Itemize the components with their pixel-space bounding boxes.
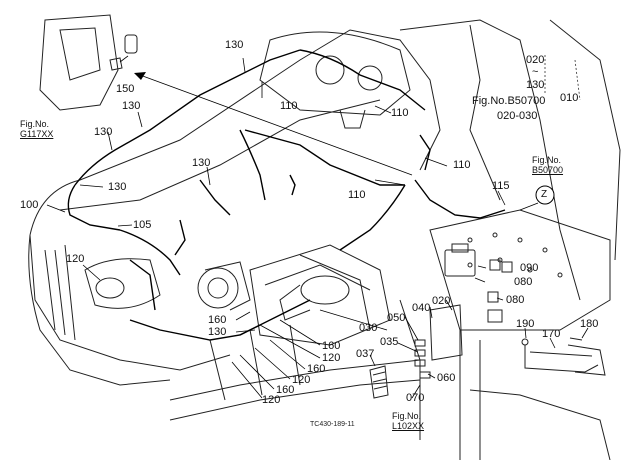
part-label: 130: [192, 157, 211, 169]
part-label: 050: [387, 312, 406, 324]
part-label: 100: [20, 199, 39, 211]
part-label: 110: [280, 100, 298, 112]
part-label: 130: [208, 326, 227, 338]
fig-ref-b50700: Fig.No. B50700: [532, 155, 564, 176]
part-label: 020: [526, 54, 545, 66]
part-label: 035: [380, 336, 399, 348]
circle-marker-label: Z: [541, 189, 548, 200]
fig-ref-code: B50700: [532, 164, 564, 175]
fig-ref-l102xx: Fig.No. L102XX: [392, 411, 425, 432]
fig-ref-code: L102XX: [392, 420, 425, 431]
part-label: 120: [262, 394, 281, 406]
part-label: 120: [322, 352, 341, 364]
part-label: 130: [526, 79, 545, 91]
part-label: 130: [225, 39, 244, 51]
part-label: 160: [322, 340, 341, 352]
part-label: 110: [348, 189, 366, 201]
part-label: 180: [580, 318, 599, 330]
part-label: 070: [406, 392, 425, 404]
fig-ref-prefix: Fig.No.: [392, 411, 422, 421]
part-label: 080: [506, 294, 525, 306]
part-label: 115: [492, 180, 510, 192]
fig-ref-prefix: Fig.No.: [20, 119, 50, 129]
part-label: 037: [356, 348, 375, 360]
part-label: 130: [94, 126, 113, 138]
drawing-caption: TC430-189-11: [310, 421, 355, 428]
part-label: 120: [66, 253, 85, 265]
part-label: 010: [560, 92, 579, 104]
part-label: 190: [516, 318, 535, 330]
fig-ref-prefix: Fig.No.: [532, 155, 562, 165]
part-label: 110: [453, 159, 471, 171]
part-label: 150: [116, 83, 135, 95]
part-label: 160: [276, 384, 295, 396]
part-label: 090: [520, 262, 539, 274]
part-label: 120: [292, 374, 311, 386]
range-tilde: ~: [532, 66, 539, 78]
part-label: 160: [307, 363, 326, 375]
part-label: 160: [208, 314, 227, 326]
fig-ref-code: G117XX: [20, 128, 54, 139]
part-label: 080: [514, 276, 533, 288]
part-label: 105: [133, 219, 152, 231]
part-label: 170: [542, 328, 561, 340]
part-label: 020: [432, 295, 451, 307]
part-label: 110: [391, 107, 409, 119]
part-label: 060: [437, 372, 456, 384]
fig-ref-b50700-inline: Fig.No.B50700: [472, 95, 546, 107]
part-label: 130: [108, 181, 127, 193]
part-label: 020-030: [497, 110, 538, 122]
part-label: 030: [359, 322, 378, 334]
fig-ref-g117xx: Fig.No. G117XX: [20, 119, 54, 140]
part-label: 130: [122, 100, 141, 112]
part-label: 040: [412, 302, 431, 314]
